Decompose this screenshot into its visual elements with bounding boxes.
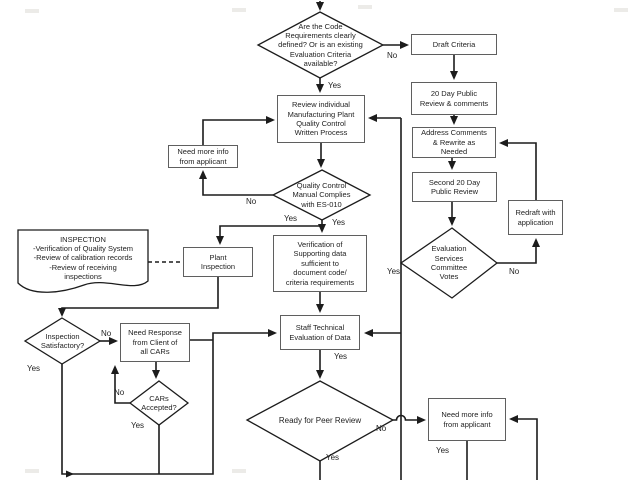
decision-qc-manual-complies: Quality Control Manual Complies with ES-… bbox=[292, 180, 351, 209]
process-verification-supporting-data: Verification of Supporting data sufficie… bbox=[273, 235, 367, 292]
process-need-response-cars: Need Response from Client of all CARs bbox=[120, 323, 190, 362]
decision-shapes bbox=[23, 11, 499, 462]
process-redraft-with-application: Redraft with application bbox=[508, 200, 563, 235]
scan-artifacts bbox=[25, 5, 628, 473]
decision-cars-accepted: CARs Accepted? bbox=[141, 393, 177, 412]
edge-label-yes-ready-peer: Yes bbox=[326, 453, 340, 462]
process-need-more-info-top: Need more info from applicant bbox=[168, 145, 238, 168]
edge-label-yes-staff-eval: Yes bbox=[334, 352, 348, 361]
process-plant-inspection: Plant Inspection bbox=[183, 247, 253, 277]
document-shape bbox=[17, 229, 149, 293]
edge-label-yes-inspection: Yes bbox=[27, 364, 41, 373]
process-20day-public-review: 20 Day Public Review & comments bbox=[411, 82, 497, 115]
flow-arrows bbox=[58, 1, 540, 480]
edge-label-yes-qc-left: Yes bbox=[284, 214, 298, 223]
bottom-line-arrowhead bbox=[66, 470, 74, 478]
edge-label-no-inspection: No bbox=[101, 329, 112, 338]
edge-label-yes-cars: Yes bbox=[131, 421, 145, 430]
edge-label-no-committee: No bbox=[509, 267, 520, 276]
process-need-more-info-bottom: Need more info from applicant bbox=[428, 398, 506, 441]
edge-label-no-ready-peer: No bbox=[376, 424, 387, 433]
process-second-20day-review: Second 20 Day Public Review bbox=[412, 172, 497, 202]
edge-label-yes-committee: Yes bbox=[387, 267, 401, 276]
edge-label-no-qc-manual: No bbox=[246, 197, 257, 206]
process-address-comments: Address Comments & Rewrite as Needed bbox=[412, 127, 496, 158]
process-staff-technical-evaluation: Staff Technical Evaluation of Data bbox=[280, 315, 360, 350]
decision-committee-votes: Evaluation Services Committee Votes bbox=[430, 244, 468, 282]
edge-label-no-cars: No bbox=[114, 388, 125, 397]
edge-label-yes-qc-right: Yes bbox=[332, 218, 346, 227]
decision-ready-peer-review: Ready for Peer Review bbox=[278, 416, 362, 425]
edge-label-yes-to-review: Yes bbox=[328, 81, 342, 90]
process-review-plant-qc: Review individual Manufacturing Plant Qu… bbox=[277, 95, 365, 143]
process-draft-criteria: Draft Criteria bbox=[411, 34, 497, 55]
document-inspection-note: INSPECTION -Verification of Quality Syst… bbox=[32, 234, 134, 282]
edge-label-no-to-draft: No bbox=[387, 51, 398, 60]
decision-code-criteria: Are the Code Requirements clearly define… bbox=[278, 21, 363, 69]
edge-label-yes-need-info-bottom: Yes bbox=[436, 446, 450, 455]
decision-inspection-satisfactory: Inspection Satisfactory? bbox=[40, 331, 85, 350]
